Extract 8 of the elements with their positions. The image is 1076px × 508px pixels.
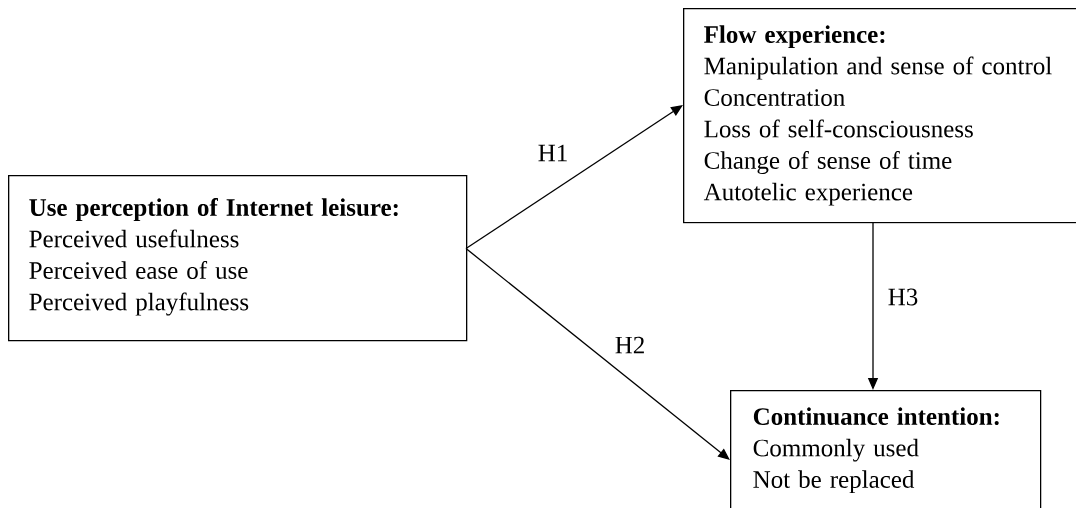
edge-label: H1	[536, 143, 570, 163]
edge-label: H2	[613, 335, 647, 355]
arrow	[465, 247, 730, 460]
concept-box: Flow experience: Manipulation and sense of control Concentration Loss of self-consciousness Change of sense of time Autotelic experience	[683, 8, 1076, 224]
edge-label: H3	[886, 287, 920, 307]
concept-box: Continuance intention: Commonly used Not be replaced	[730, 390, 1042, 508]
concept-box: Use perception of Internet leisure: Perceived usefulness Perceived ease of use Perceived playfulness	[8, 175, 468, 342]
arrow	[465, 105, 683, 250]
